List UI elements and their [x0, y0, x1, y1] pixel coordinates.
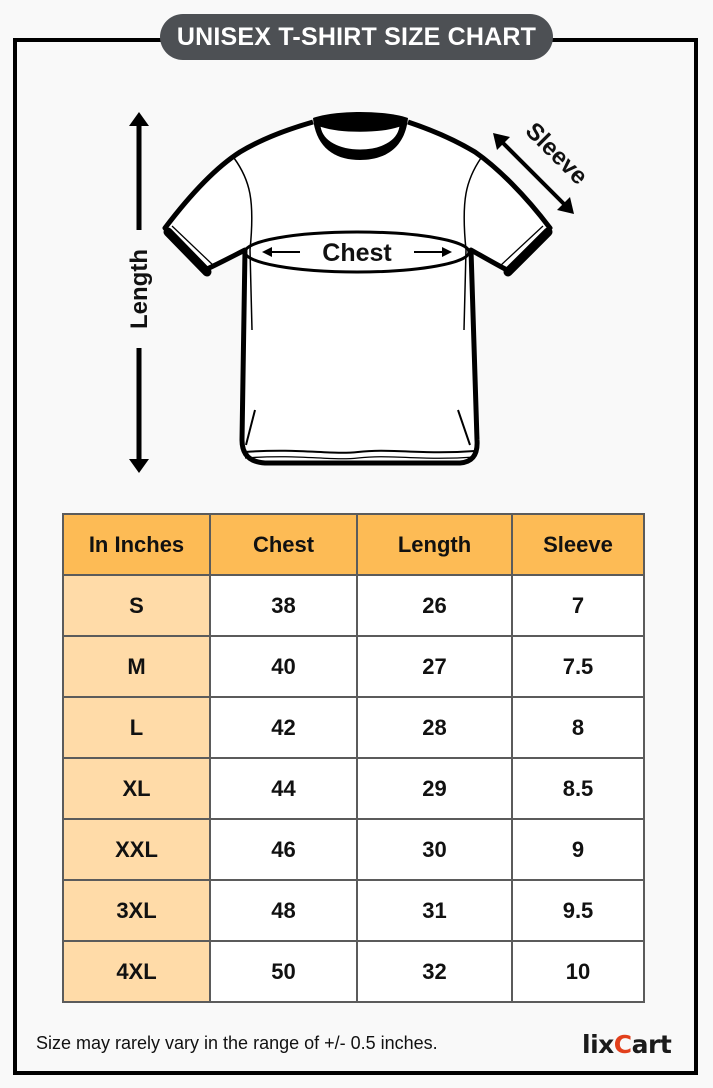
sleeve-cell: 8.5: [511, 757, 645, 820]
size-cell: S: [62, 574, 211, 637]
length-cell: 31: [356, 879, 513, 942]
length-cell: 30: [356, 818, 513, 881]
arrow-left-icon: [262, 247, 272, 257]
table-row: S 38 26 7: [62, 574, 645, 637]
arrow-down-right-icon: [557, 197, 574, 214]
length-cell: 27: [356, 635, 513, 698]
header-in-inches: In Inches: [62, 513, 211, 576]
header-chest: Chest: [209, 513, 358, 576]
size-variance-note: Size may rarely vary in the range of +/-…: [36, 1033, 438, 1053]
header-sleeve: Sleeve: [511, 513, 645, 576]
table-row: XL 44 29 8.5: [62, 757, 645, 820]
arrow-up-left-icon: [493, 133, 510, 150]
table-row: XXL 46 30 9: [62, 818, 645, 881]
sleeve-cell: 9.5: [511, 879, 645, 942]
length-cell: 28: [356, 696, 513, 759]
cart-icon: C: [613, 1030, 632, 1059]
arrow-down-icon: [129, 459, 149, 473]
chest-cell: 38: [209, 574, 358, 637]
sleeve-cell: 10: [511, 940, 645, 1003]
length-cell: 29: [356, 757, 513, 820]
chest-cell: 44: [209, 757, 358, 820]
logo-prefix: lix: [582, 1030, 614, 1059]
size-cell: M: [62, 635, 211, 698]
size-cell: 4XL: [62, 940, 211, 1003]
table-row: 3XL 48 31 9.5: [62, 879, 645, 942]
chart-title: UNISEX T-SHIRT SIZE CHART: [160, 14, 553, 60]
sleeve-cell: 7.5: [511, 635, 645, 698]
table-header-row: In Inches Chest Length Sleeve: [62, 513, 645, 576]
size-table: In Inches Chest Length Sleeve S 38 26 7 …: [62, 513, 645, 1003]
header-length: Length: [356, 513, 513, 576]
size-cell: XXL: [62, 818, 211, 881]
tshirt-icon: [162, 112, 553, 466]
chest-cell: 48: [209, 879, 358, 942]
chest-measure: Chest: [243, 230, 471, 274]
chest-cell: 42: [209, 696, 358, 759]
arrow-right-icon: [442, 247, 452, 257]
logo-suffix: art: [631, 1030, 672, 1059]
size-cell: L: [62, 696, 211, 759]
length-cell: 26: [356, 574, 513, 637]
brand-logo: lixCart: [582, 1030, 672, 1059]
sleeve-cell: 7: [511, 574, 645, 637]
size-cell: XL: [62, 757, 211, 820]
length-label: Length: [126, 249, 153, 329]
table-row: L 42 28 8: [62, 696, 645, 759]
size-cell: 3XL: [62, 879, 211, 942]
sleeve-label: Sleeve: [520, 117, 593, 190]
chest-label: Chest: [322, 239, 392, 267]
sleeve-cell: 8: [511, 696, 645, 759]
length-cell: 32: [356, 940, 513, 1003]
sleeve-cell: 9: [511, 818, 645, 881]
table-row: 4XL 50 32 10: [62, 940, 645, 1003]
chest-cell: 46: [209, 818, 358, 881]
chest-cell: 50: [209, 940, 358, 1003]
chest-cell: 40: [209, 635, 358, 698]
tshirt-diagram: Chest Length Sleeve: [126, 112, 593, 473]
length-measure: Length: [126, 112, 153, 473]
table-row: M 40 27 7.5: [62, 635, 645, 698]
arrow-up-icon: [129, 112, 149, 126]
